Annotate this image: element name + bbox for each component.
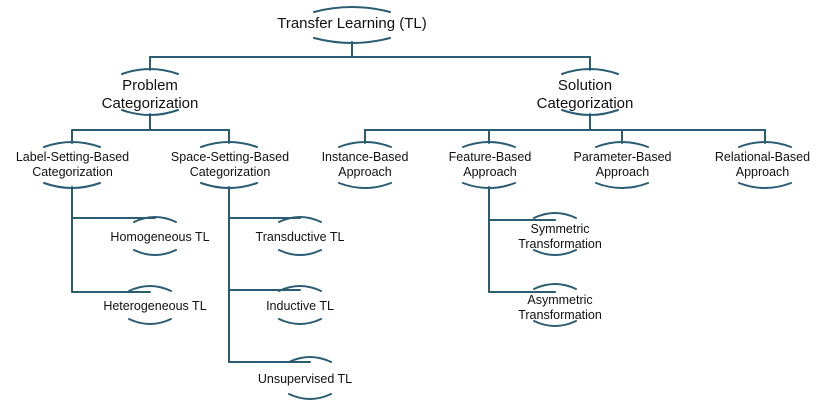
homogeneous-top-arc — [133, 216, 177, 223]
space-setting-top-arc — [200, 141, 258, 148]
asymmetric-transformation-node: Asymmetric Transformation — [518, 293, 602, 322]
problem-top-arc — [121, 68, 179, 75]
unsupervised-tl-node: Unsupervised TL — [257, 372, 353, 386]
transductive-tl-node: Transductive TL — [255, 230, 345, 244]
root-top-arc — [313, 6, 391, 13]
solution-child-2-bottom-arc — [595, 182, 649, 189]
inductive-tl-node: Inductive TL — [266, 299, 334, 313]
unsupervised-top-arc — [288, 356, 332, 363]
relational-based-node: Relational-Based Approach — [714, 150, 811, 179]
transductive-bottom-arc — [278, 249, 322, 256]
solution-categorization-node: Solution Categorization — [536, 77, 634, 112]
solution-child-0-top-arc — [338, 141, 392, 148]
inductive-top-arc — [278, 285, 322, 292]
inductive-bottom-arc — [278, 318, 322, 325]
label-setting-top-arc — [43, 141, 101, 148]
parameter-based-node: Parameter-Based Approach — [573, 150, 672, 179]
instance-based-node: Instance-Based Approach — [321, 150, 409, 179]
heterogeneous-tl-node: Heterogeneous TL — [103, 299, 207, 313]
solution-child-1-top-arc — [462, 141, 516, 148]
asymmetric-bottom-arc — [533, 320, 577, 327]
symmetric-bottom-arc — [533, 249, 577, 256]
solution-child-0-bottom-arc — [338, 182, 392, 189]
solution-child-3-bottom-arc — [738, 182, 792, 189]
transductive-top-arc — [278, 216, 322, 223]
heterogeneous-top-arc — [128, 285, 172, 292]
feature-based-node: Feature-Based Approach — [448, 150, 532, 179]
homogeneous-tl-node: Homogeneous TL — [110, 230, 210, 244]
space-setting-node: Space-Setting-Based Categorization — [170, 150, 290, 179]
label-setting-node: Label-Setting-Based Categorization — [15, 150, 130, 179]
symmetric-transformation-node: Symmetric Transformation — [518, 222, 602, 251]
homogeneous-bottom-arc — [133, 249, 177, 256]
heterogeneous-bottom-arc — [128, 318, 172, 325]
solution-child-2-top-arc — [595, 141, 649, 148]
asymmetric-top-arc — [533, 283, 577, 290]
unsupervised-bottom-arc — [288, 393, 332, 400]
solution-child-3-top-arc — [738, 141, 792, 148]
root-node: Transfer Learning (TL) — [277, 15, 427, 32]
problem-categorization-node: Problem Categorization — [101, 77, 199, 112]
symmetric-top-arc — [533, 212, 577, 219]
solution-top-arc — [561, 68, 619, 75]
